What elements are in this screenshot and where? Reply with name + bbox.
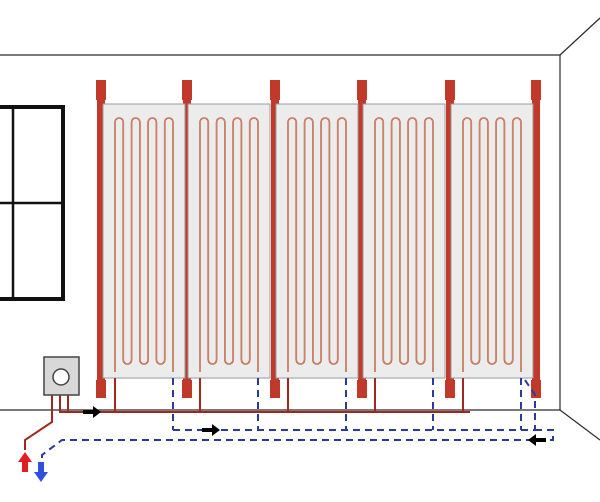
heating-panels	[102, 103, 534, 379]
panel-3-board	[275, 103, 359, 379]
wall-posts	[96, 80, 541, 398]
post-2	[183, 100, 191, 380]
arrow-down-icon	[34, 462, 48, 482]
post-bottom-1	[96, 380, 106, 398]
panel-5-pipe-highlight	[462, 117, 522, 372]
post-3	[271, 100, 279, 380]
window	[0, 105, 65, 301]
post-bottom-4	[357, 380, 367, 398]
panel-2-pipe-highlight	[199, 117, 259, 372]
distribution-pipes	[24, 378, 554, 462]
panel-2	[187, 103, 271, 379]
panel-5	[450, 103, 534, 379]
post-6	[532, 100, 540, 380]
arrow-up-icon	[18, 452, 32, 472]
panel-1-pipe-highlight	[114, 117, 174, 372]
panel-4	[362, 103, 446, 379]
arrow-left-icon	[528, 434, 546, 446]
supply-main-pipe	[59, 395, 470, 413]
panel-4-pipe-highlight	[374, 117, 434, 372]
panel-1-board	[102, 103, 186, 379]
arrow-right-icon	[202, 424, 220, 436]
panel-1	[102, 103, 186, 379]
panel-5-board	[450, 103, 534, 379]
supply-feed-pipe	[24, 395, 53, 450]
post-bottom-3	[270, 380, 280, 398]
circle-icon	[52, 368, 70, 386]
post-top-3	[270, 80, 280, 100]
controller-box	[43, 356, 80, 396]
post-bottom-5	[445, 380, 455, 398]
post-top-5	[445, 80, 455, 100]
ceiling-corner-line	[559, 17, 600, 56]
post-4	[358, 100, 366, 380]
post-top-4	[357, 80, 367, 100]
post-top-2	[182, 80, 192, 100]
post-1	[97, 100, 105, 380]
return-main-pipe	[41, 429, 554, 462]
post-bottom-6	[531, 380, 541, 398]
panel-3-pipe-highlight	[287, 117, 347, 372]
floor-corner-line	[559, 409, 600, 441]
return-collector-pipe	[173, 379, 536, 431]
panel-4-board	[362, 103, 446, 379]
panel-3	[275, 103, 359, 379]
controller-housing	[43, 356, 80, 396]
panel-2-board	[187, 103, 271, 379]
post-5	[446, 100, 454, 380]
post-bottom-2	[182, 380, 192, 398]
flow-arrows	[18, 406, 546, 482]
post-top-6	[531, 80, 541, 100]
post-top-1	[96, 80, 106, 100]
arrow-right-icon	[83, 406, 101, 418]
